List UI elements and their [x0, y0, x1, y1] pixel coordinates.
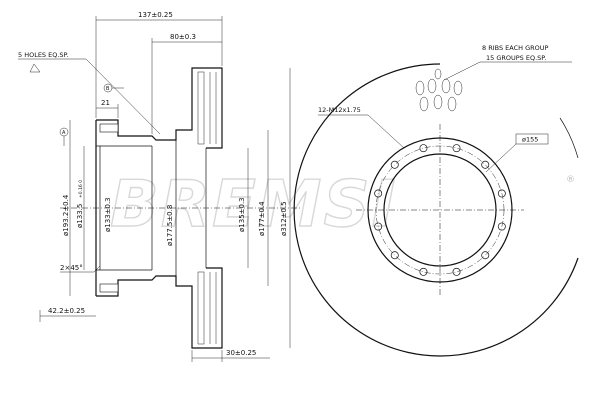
hub-outline-lower: [96, 267, 223, 349]
bolt-hole: [419, 144, 428, 153]
bolt-hole: [481, 160, 490, 169]
rib-group: [415, 68, 463, 112]
dim-d133-5: ø133.5: [76, 204, 84, 228]
dim-disc-thickness: 30±0.25: [226, 349, 256, 357]
rib: [433, 94, 443, 110]
bolt-hole: [497, 222, 506, 231]
note-ribs: 8 RIBS EACH GROUP: [482, 44, 549, 52]
dim-d135: ø135±0.3: [238, 197, 246, 232]
rib: [427, 78, 437, 94]
note-ribs-leader: [443, 61, 481, 81]
disc-outer-edge-right: [559, 117, 579, 159]
disc-outer-edge: [293, 63, 579, 357]
dim-flange-thickness: 21: [101, 99, 110, 107]
front-view: 8 RIBS EACH GROUP 15 GROUPS EQ.SP. 12-M1…: [293, 44, 579, 357]
bolt-hole: [452, 144, 461, 153]
rib: [447, 96, 457, 112]
note-holes-leader: [85, 58, 161, 135]
hub-outline-upper: [96, 67, 223, 149]
bolt-hole: [452, 267, 461, 276]
bolt-hole: [374, 189, 383, 198]
note-bolts: 12-M12x1.75: [318, 106, 361, 114]
rib: [415, 80, 425, 96]
dim-d133-5-tolerance: +0.16 0: [78, 180, 84, 198]
dim-d133: ø133±0.3: [104, 197, 112, 232]
rib: [434, 68, 442, 80]
bore-callout-box: [515, 133, 549, 145]
surface-symbol: [29, 63, 41, 73]
bolt-hole: [497, 189, 506, 198]
note-holes: 5 HOLES EQ.SP.: [18, 51, 69, 59]
rib: [419, 96, 429, 112]
dim-d177: ø177±0.4: [258, 201, 266, 236]
dim-d177-5: ø177.5±0.8: [166, 205, 174, 246]
note-bore-leader: [485, 143, 517, 173]
note-bolts-leader: [367, 114, 405, 149]
dim-offset: 42.2±0.25: [48, 307, 85, 315]
dim-d312: ø312±0.5: [280, 201, 288, 236]
bolt-hole-lower: [99, 283, 119, 293]
dim-d193: ø193.2±0.4: [62, 194, 70, 236]
bolt-hole-upper: [99, 123, 119, 133]
bolt-holes: [374, 144, 506, 276]
vent-channel-lower: [197, 271, 205, 345]
bolt-hole: [419, 267, 428, 276]
bolt-hole: [390, 160, 399, 169]
dim-chamfer: 2×45°: [60, 264, 83, 272]
note-groups: 15 GROUPS EQ.SP.: [486, 54, 546, 62]
rib: [453, 80, 463, 96]
chamfer-leader-tip: [93, 265, 101, 273]
dim-overall-length: 137±0.25: [138, 11, 173, 19]
dim-hub-length: 80±0.3: [170, 33, 196, 41]
bolt-hole: [390, 251, 399, 260]
datum-b: B: [106, 86, 110, 92]
datum-a: A: [62, 130, 66, 136]
bolt-hole: [481, 251, 490, 260]
vent-channel-upper: [197, 71, 205, 145]
rib: [441, 78, 451, 94]
note-bore: ø155: [522, 136, 538, 144]
bolt-hole: [374, 222, 383, 231]
watermark: BREMSI: [110, 168, 397, 242]
side-section-view: 137±0.25 80±0.3 21 42.2±0.25 30±0.25 2×4…: [18, 11, 300, 362]
registered-mark: ®: [566, 175, 575, 185]
